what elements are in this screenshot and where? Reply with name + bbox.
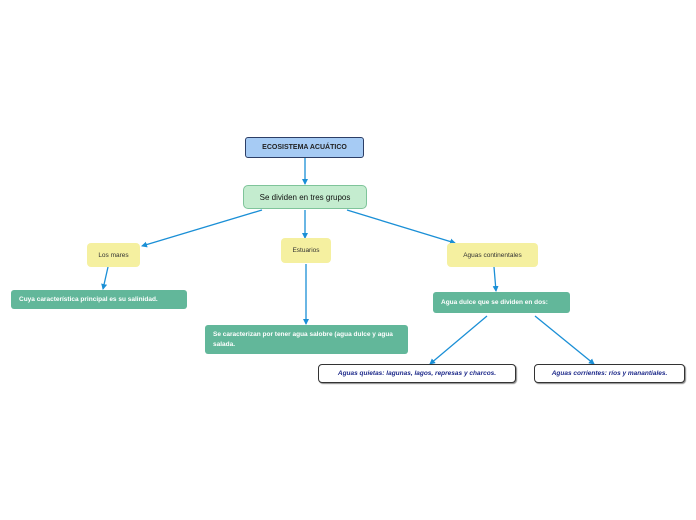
leaf-node-aguas-quietas[interactable]: Aguas quietas: lagunas, lagos, represas … xyxy=(318,364,516,383)
edge-mares-to-detail xyxy=(101,266,109,290)
leaf-node-aguas-corrientes[interactable]: Aguas corrientes: ríos y manantiales. xyxy=(534,364,685,383)
branch-node-los-mares[interactable]: Los mares xyxy=(87,243,140,267)
main-topic-node[interactable]: Se dividen en tres grupos xyxy=(243,185,367,209)
branch-node-estuarios[interactable]: Estuarios xyxy=(281,238,331,263)
edge-main-to-continentales xyxy=(346,209,456,245)
edge-detail-to-quietas xyxy=(429,315,488,365)
edge-continentales-to-detail xyxy=(492,266,499,292)
root-node[interactable]: ECOSISTEMA ACUÁTICO xyxy=(245,137,364,158)
edge-main-to-mares xyxy=(141,209,263,248)
detail-node-mares[interactable]: Cuya característica principal es su sali… xyxy=(11,290,187,309)
detail-node-continentales[interactable]: Agua dulce que se dividen en dos: xyxy=(433,292,570,313)
edge-detail-to-corrientes xyxy=(534,315,595,365)
branch-node-aguas-continentales[interactable]: Aguas continentales xyxy=(447,243,538,267)
detail-node-estuarios[interactable]: Se caracterizan por tener agua salobre (… xyxy=(205,325,408,354)
